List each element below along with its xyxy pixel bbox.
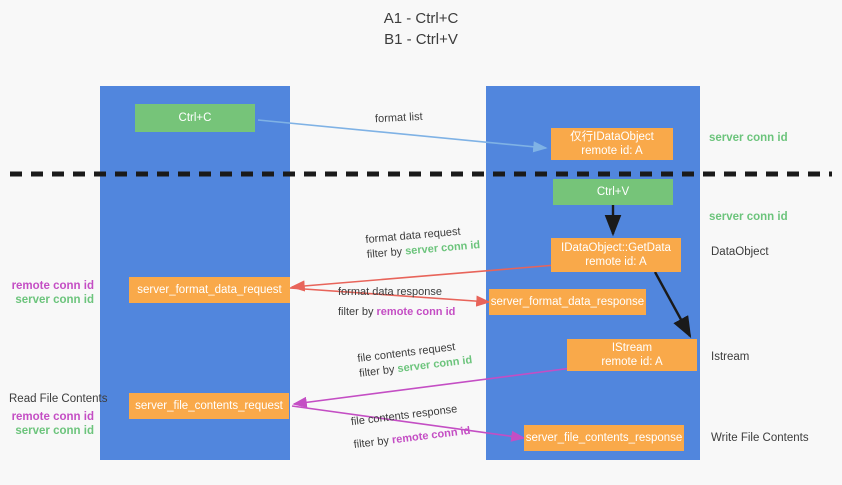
node-server-format-data-request[interactable]: server_format_data_request xyxy=(129,277,290,303)
key-remote-conn-id: remote conn id xyxy=(376,306,456,318)
edge-label-format-data-response-filter: filter by remote conn id xyxy=(338,305,455,320)
edge-label-format-data-request: format data request filter by server con… xyxy=(365,223,481,263)
edge-label-format-data-response-text: format data response xyxy=(338,286,442,298)
node-istream[interactable]: IStream remote id: A xyxy=(567,339,697,371)
right-label-dataobject: DataObject xyxy=(711,246,769,258)
left-label-server-conn-id: server conn id xyxy=(15,425,94,437)
node-server-format-data-response[interactable]: server_format_data_response xyxy=(489,289,646,315)
edge-label-file-contents-response-filter: filter by remote conn id xyxy=(353,424,471,453)
left-label-conn-ids-file: remote conn id server conn id xyxy=(8,410,94,438)
filter-prefix: filter by xyxy=(338,306,377,318)
node-ctrl-v[interactable]: Ctrl+V xyxy=(553,179,673,205)
edge-label-file-contents-response: file contents response filter by remote … xyxy=(350,401,471,453)
left-label-remote-conn-id: remote conn id xyxy=(11,411,94,423)
filter-prefix: filter by xyxy=(358,363,399,380)
right-label-server-conn-id-second: server conn id xyxy=(709,211,788,223)
key-remote-conn-id: remote conn id xyxy=(391,424,471,447)
left-label-read-file-contents: Read File Contents xyxy=(9,393,108,405)
right-label-server-conn-id-top: server conn id xyxy=(709,132,788,144)
node-idataobject[interactable]: 仅行IDataObject remote id: A xyxy=(551,128,673,160)
left-label-conn-ids-format: remote conn id server conn id xyxy=(8,279,94,307)
left-label-remote-conn-id: remote conn id xyxy=(11,280,94,292)
edge-label-format-data-response: format data response filter by remote co… xyxy=(338,285,455,320)
edge-label-format-list: format list xyxy=(374,110,423,126)
left-label-server-conn-id: server conn id xyxy=(15,294,94,306)
right-label-write-file-contents: Write File Contents xyxy=(711,432,809,444)
page-title: A1 - Ctrl+C B1 - Ctrl+V xyxy=(383,10,459,48)
node-server-file-contents-response[interactable]: server_file_contents_response xyxy=(524,425,684,451)
node-server-file-contents-request[interactable]: server_file_contents_request xyxy=(129,393,289,419)
node-ctrl-c[interactable]: Ctrl+C xyxy=(135,104,255,132)
filter-prefix: filter by xyxy=(353,434,393,452)
filter-prefix: filter by xyxy=(366,245,406,261)
edge-label-file-contents-request: file contents request filter by server c… xyxy=(357,338,474,382)
node-idataobject-getdata[interactable]: IDataObject::GetData remote id: A xyxy=(551,238,681,272)
right-label-istream: Istream xyxy=(711,351,750,363)
